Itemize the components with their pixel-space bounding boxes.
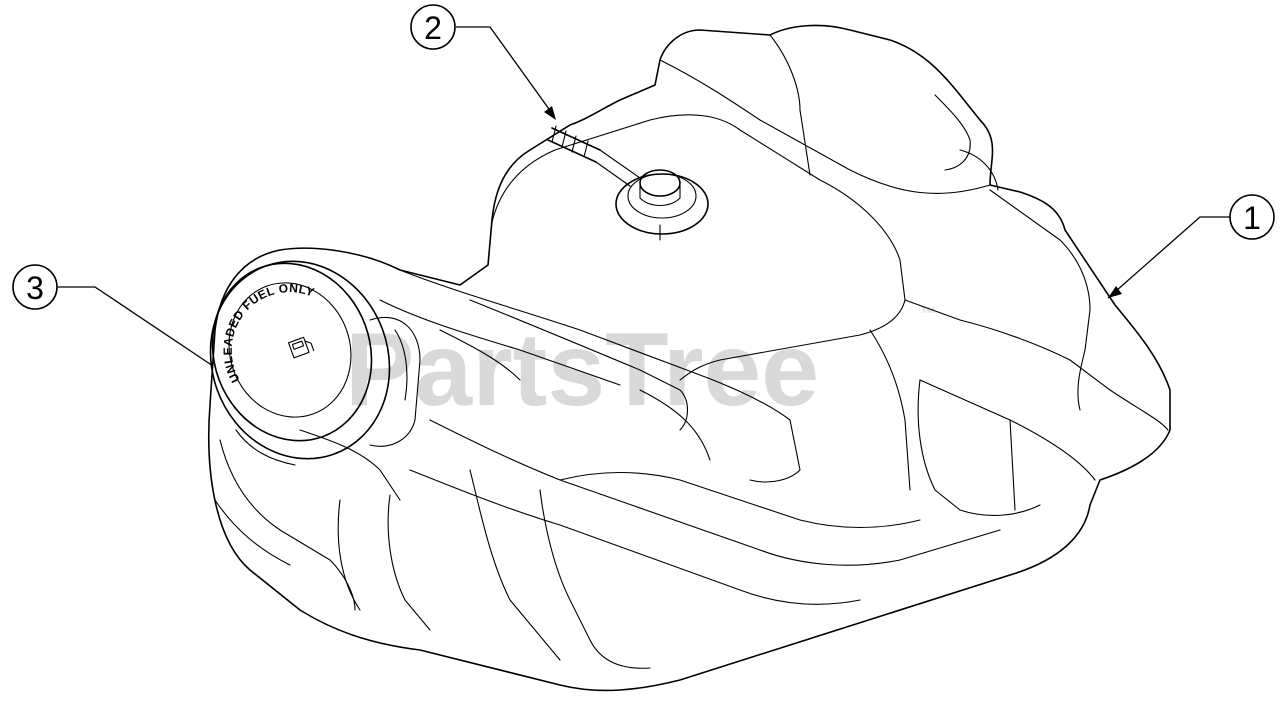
fuel-cap-label: UNLEADED FUEL ONLY (221, 281, 317, 385)
svg-text:2: 2 (424, 10, 442, 46)
svg-text:™: ™ (920, 305, 936, 322)
svg-text:1: 1 (1243, 200, 1261, 236)
watermark: PartsTree ™ (345, 305, 936, 428)
callout-3: 3 (12, 264, 214, 367)
vent-fitting (547, 125, 709, 241)
callout-1: 1 (1107, 194, 1275, 299)
fuel-pump-icon (288, 336, 315, 359)
callout-2: 2 (410, 4, 556, 120)
fuel-tank (208, 24, 1171, 692)
svg-text:3: 3 (26, 270, 44, 306)
